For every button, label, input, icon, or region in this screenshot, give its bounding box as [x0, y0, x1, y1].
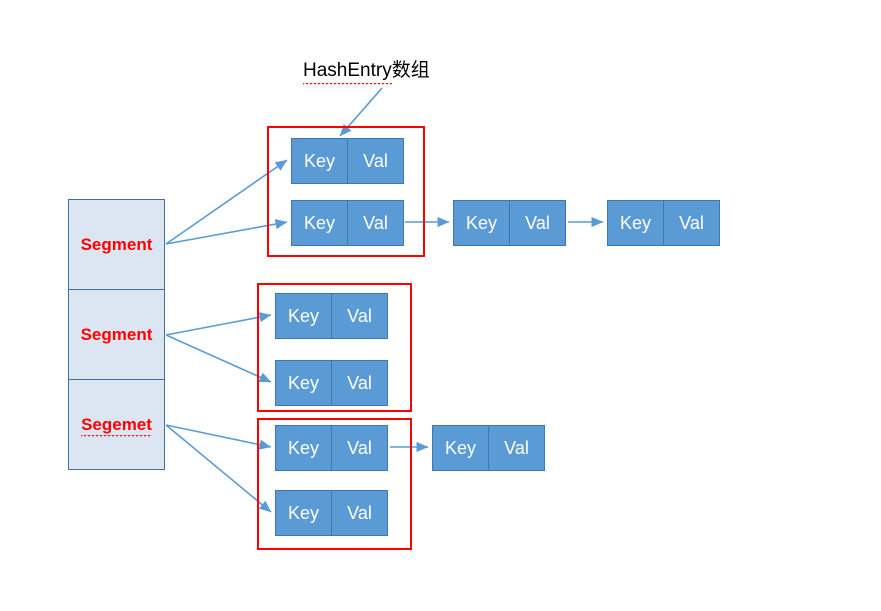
- segment-2-to-bucket-1-arrow: [165, 312, 272, 336]
- entry-value-cell: Val: [347, 200, 404, 246]
- segment-column: Segment Segment Segemet: [68, 199, 165, 470]
- segment-label-3: Segemet: [81, 414, 152, 438]
- segment-3-to-bucket-1-arrow: [165, 424, 272, 450]
- entry-value-cell: Val: [331, 425, 388, 471]
- entry-value-cell: Val: [331, 490, 388, 536]
- entry-key-cell: Key: [275, 490, 332, 536]
- entry-key-cell: Key: [432, 425, 489, 471]
- entry-value-cell: Val: [331, 293, 388, 339]
- entry-key-cell: Key: [607, 200, 664, 246]
- diagram-title-spellchecked: HashEntry: [303, 58, 392, 86]
- entry-key-cell: Key: [275, 360, 332, 406]
- entry-value-cell: Val: [488, 425, 545, 471]
- segment-cell-2[interactable]: Segment: [68, 289, 165, 380]
- entry-value-cell: Val: [663, 200, 720, 246]
- segment-2-to-bucket-2-arrow: [165, 334, 272, 383]
- entry-key-cell: Key: [453, 200, 510, 246]
- hashentry-array-box-2: [257, 283, 412, 412]
- segment-cell-1[interactable]: Segment: [68, 199, 165, 290]
- hashentry-array-box-1: [267, 126, 425, 257]
- hashentry-array-box-3: [257, 418, 412, 550]
- entry-value-cell: Val: [509, 200, 566, 246]
- entry-key-cell: Key: [291, 200, 348, 246]
- segment-3-to-bucket-2-arrow: [165, 424, 272, 513]
- entry-key-cell: Key: [275, 425, 332, 471]
- entry-value-cell: Val: [347, 138, 404, 184]
- segment-label-2: Segment: [80, 324, 153, 344]
- segment-label-1: Segment: [80, 234, 153, 254]
- entry-key-cell: Key: [275, 293, 332, 339]
- entry-key-cell: Key: [291, 138, 348, 184]
- segment-cell-3[interactable]: Segemet: [68, 379, 165, 470]
- entry-value-cell: Val: [331, 360, 388, 406]
- diagram-title: HashEntry数组: [303, 58, 430, 86]
- diagram-title-plain: 数组: [391, 60, 430, 81]
